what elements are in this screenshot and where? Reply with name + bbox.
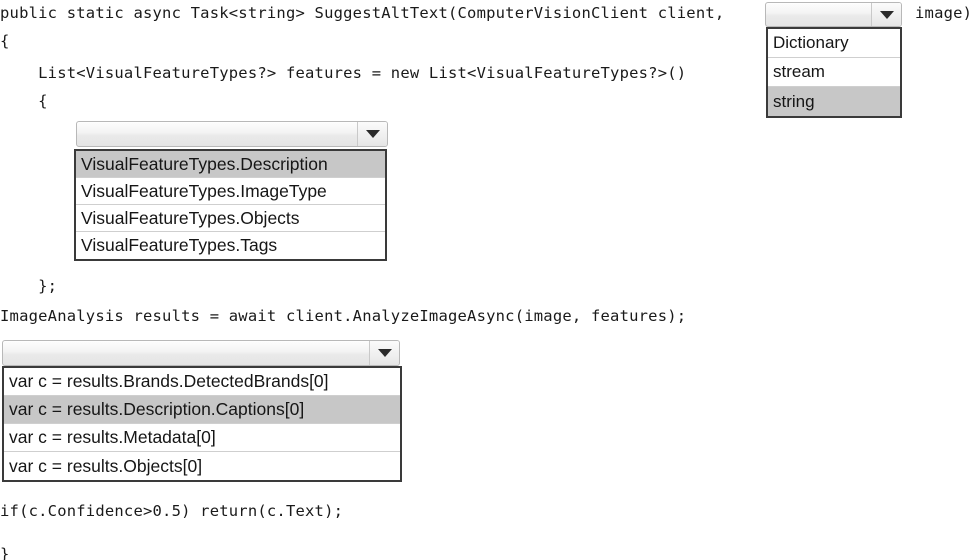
dropdown-option-label: VisualFeatureTypes.Description <box>81 153 328 174</box>
dropdown-option-visualfeaturetypes-tags[interactable]: VisualFeatureTypes.Tags <box>76 232 385 259</box>
code-line-open-brace: { <box>0 32 10 50</box>
code-line-inner-close-brace: }; <box>0 277 58 295</box>
type-parameter-dropdown-toggle[interactable] <box>871 3 901 26</box>
dropdown-option-label: VisualFeatureTypes.Tags <box>81 235 278 255</box>
result-accessor-dropdown[interactable] <box>2 340 400 366</box>
chevron-down-icon <box>377 349 392 357</box>
code-line-features-declaration: List<VisualFeatureTypes?> features = new… <box>0 64 687 82</box>
result-accessor-dropdown-toggle[interactable] <box>369 341 399 365</box>
type-parameter-dropdown[interactable] <box>765 2 902 27</box>
dropdown-option-label: string <box>773 91 815 111</box>
dropdown-option-objects[interactable]: var c = results.Objects[0] <box>4 452 400 480</box>
type-parameter-dropdown-value[interactable] <box>766 3 871 26</box>
dropdown-option-stream[interactable]: stream <box>768 58 900 87</box>
dropdown-option-metadata[interactable]: var c = results.Metadata[0] <box>4 424 400 452</box>
dropdown-option-label: VisualFeatureTypes.Objects <box>81 207 300 228</box>
dropdown-option-visualfeaturetypes-objects[interactable]: VisualFeatureTypes.Objects <box>76 205 385 232</box>
result-accessor-dropdown-list[interactable]: var c = results.Brands.DetectedBrands[0]… <box>2 366 402 482</box>
chevron-down-icon <box>365 130 380 138</box>
visual-feature-dropdown[interactable] <box>76 121 388 147</box>
code-line-inner-open-brace: { <box>0 92 48 110</box>
visual-feature-dropdown-toggle[interactable] <box>357 122 387 146</box>
code-line-signature-end: image) <box>915 4 973 22</box>
dropdown-option-dictionary[interactable]: Dictionary <box>768 29 900 58</box>
code-line-signature-start: public static async Task<string> Suggest… <box>0 4 725 22</box>
dropdown-option-brands-detectedbrands[interactable]: var c = results.Brands.DetectedBrands[0] <box>4 368 400 396</box>
dropdown-option-string[interactable]: string <box>768 87 900 116</box>
dropdown-option-label: VisualFeatureTypes.ImageType <box>81 180 327 201</box>
visual-feature-dropdown-value[interactable] <box>77 122 357 146</box>
code-line-if-confidence: if(c.Confidence>0.5) return(c.Text); <box>0 502 344 520</box>
dropdown-option-label: var c = results.Objects[0] <box>9 455 203 476</box>
dropdown-option-label: stream <box>773 62 825 81</box>
chevron-down-icon <box>879 10 894 19</box>
dropdown-option-label: Dictionary <box>773 33 849 52</box>
visual-feature-dropdown-list[interactable]: VisualFeatureTypes.Description VisualFea… <box>74 149 387 261</box>
code-line-close-brace: } <box>0 545 10 560</box>
type-parameter-dropdown-list[interactable]: Dictionary stream string <box>766 27 902 118</box>
dropdown-option-label: var c = results.Brands.DetectedBrands[0] <box>9 371 329 391</box>
dropdown-option-label: var c = results.Description.Captions[0] <box>9 399 305 419</box>
result-accessor-dropdown-value[interactable] <box>3 341 369 365</box>
code-line-analyze-image-async: ImageAnalysis results = await client.Ana… <box>0 307 687 325</box>
dropdown-option-label: var c = results.Metadata[0] <box>9 427 216 447</box>
dropdown-option-visualfeaturetypes-imagetype[interactable]: VisualFeatureTypes.ImageType <box>76 178 385 205</box>
dropdown-option-visualfeaturetypes-description[interactable]: VisualFeatureTypes.Description <box>76 151 385 178</box>
dropdown-option-description-captions[interactable]: var c = results.Description.Captions[0] <box>4 396 400 424</box>
